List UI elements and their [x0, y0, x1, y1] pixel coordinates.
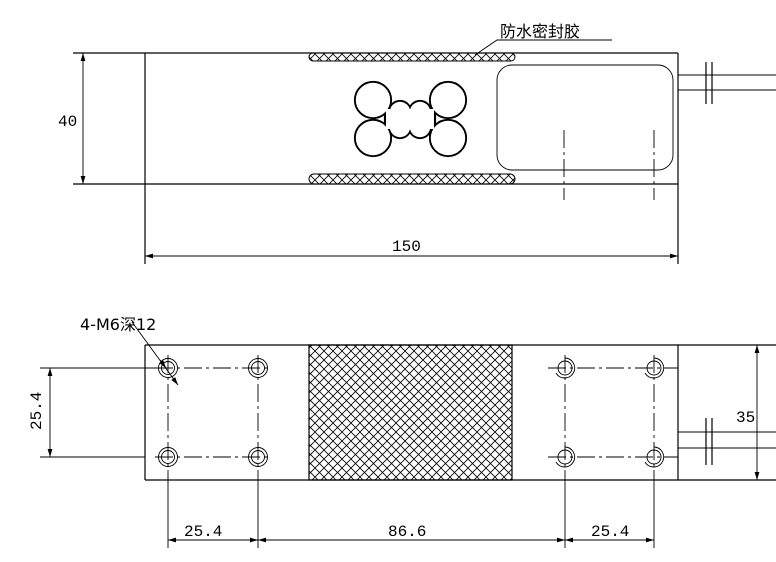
mounting-holes-left — [158, 358, 268, 467]
top-view: 防水密封胶 40 150 — [58, 22, 776, 264]
threaded-hole — [248, 447, 268, 467]
bottom-view: 4-M6深12 25.4 35 25.4 86.6 25.4 — [28, 315, 776, 548]
extension-lines-bottom — [167, 470, 655, 548]
cutout-hole — [353, 80, 468, 158]
seal-label: 防水密封胶 — [500, 22, 580, 41]
dim-hole-spacing-left: 25.4 — [184, 523, 222, 541]
seal-leader-line — [474, 39, 612, 56]
hatched-region — [308, 344, 513, 481]
threaded-hole — [644, 357, 665, 379]
dim-height-top: 40 — [58, 113, 77, 131]
thread-label: 4-M6深12 — [80, 315, 156, 334]
cable-top — [678, 62, 776, 104]
threaded-hole — [555, 446, 576, 468]
dim-center-gap: 86.6 — [388, 523, 426, 541]
seal-strip-top — [308, 52, 516, 62]
dim-hole-spacing-vertical: 25.4 — [28, 392, 46, 430]
threaded-hole — [644, 446, 665, 468]
cable-bottom — [678, 418, 776, 465]
threaded-hole — [248, 358, 268, 378]
strain-gauge-pocket — [496, 64, 674, 171]
dim-length: 150 — [392, 238, 421, 256]
mounting-holes-right — [555, 357, 665, 468]
dim-hole-spacing-right: 25.4 — [591, 523, 629, 541]
dim-width: 35 — [736, 409, 755, 427]
seal-strip-bottom — [308, 173, 516, 185]
threaded-hole — [158, 447, 178, 467]
thread-leader-arrow — [159, 359, 167, 369]
threaded-hole — [555, 357, 576, 379]
thread-leader-line — [131, 321, 179, 386]
